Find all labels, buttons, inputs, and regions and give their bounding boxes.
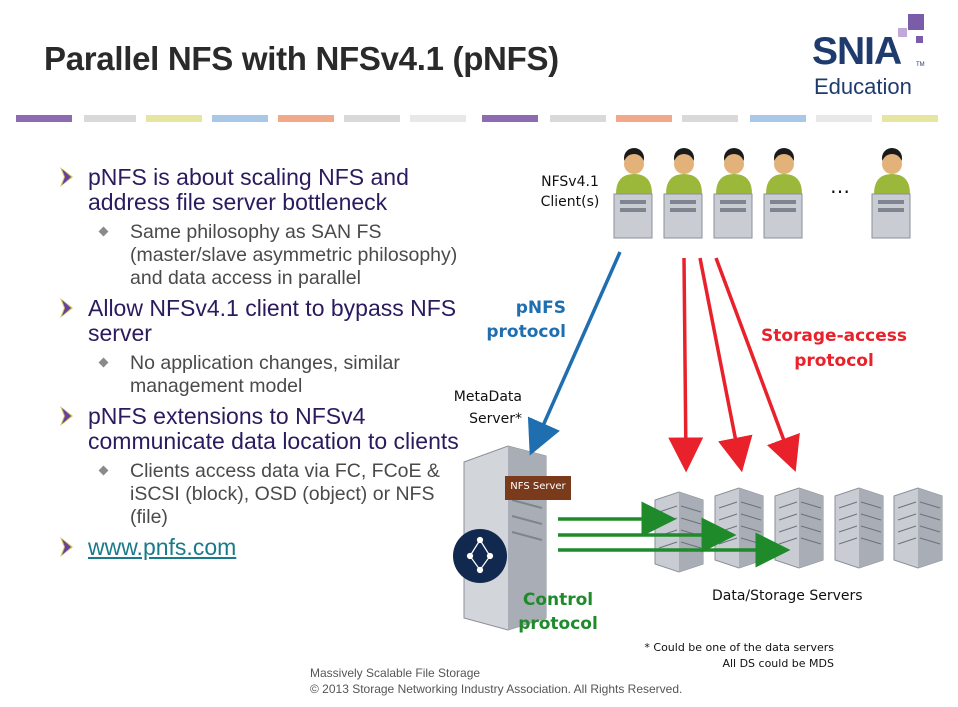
storage-access-arrow — [698, 257, 753, 473]
slide-title: Parallel NFS with NFSv4.1 (pNFS) — [44, 40, 559, 77]
data-server-rack-icon — [714, 487, 764, 569]
pnfs-protocol-arrow — [527, 251, 622, 456]
data-server-rack-icon — [893, 487, 943, 569]
logo-square-icon — [908, 14, 924, 30]
bullet-item: pNFS extensions to NFSv4 communicate dat… — [60, 404, 460, 454]
logo-trademark: TM — [916, 62, 925, 68]
bullet-item: www.pnfs.com — [60, 535, 460, 560]
footnote: * Could be one of the data servers All D… — [644, 641, 834, 670]
storage-access-arrow — [714, 257, 800, 472]
client-workstation-icon — [613, 148, 653, 239]
logo-square-icon — [898, 28, 907, 37]
logo-square-icon — [916, 36, 923, 43]
clients-label: NFSv4.1 Client(s) — [540, 174, 600, 210]
logo-subtitle: Education — [814, 74, 912, 99]
pnfs-website-link[interactable]: www.pnfs.com — [88, 534, 237, 560]
data-server-rack-icon — [774, 487, 824, 569]
chevron-bullet-icon — [60, 537, 73, 557]
bullet-text: pNFS is about scaling NFS and address fi… — [88, 164, 409, 215]
footer-copyright: © 2013 Storage Networking Industry Assoc… — [310, 682, 683, 696]
client-workstation-icon — [663, 148, 703, 239]
data-server-rack-icon — [834, 487, 884, 569]
sub-bullet-item: No application changes, similar manageme… — [60, 352, 460, 398]
storage-access-arrow — [668, 257, 704, 473]
bullet-list: pNFS is about scaling NFS and address fi… — [60, 165, 460, 566]
chevron-bullet-icon — [60, 406, 73, 426]
sub-bullet-item: Clients access data via FC, FCoE & iSCSI… — [60, 460, 460, 529]
metadata-server-icon — [453, 445, 571, 631]
bullet-text: Allow NFSv4.1 client to bypass NFS serve… — [88, 295, 457, 346]
sub-bullet-text: No application changes, similar manageme… — [130, 352, 400, 397]
sub-bullet-text: Clients access data via FC, FCoE & iSCSI… — [130, 460, 440, 528]
bullet-text: pNFS extensions to NFSv4 communicate dat… — [88, 403, 459, 454]
sub-bullet-item: Same philosophy as SAN FS (master/slave … — [60, 221, 460, 290]
data-servers-label: Data/Storage Servers — [712, 588, 863, 604]
bullet-item: pNFS is about scaling NFS and address fi… — [60, 165, 460, 215]
sub-bullet-text: Same philosophy as SAN FS (master/slave … — [130, 221, 458, 289]
client-workstation-icon — [871, 148, 911, 239]
pnfs-protocol-label: pNFS protocol — [486, 298, 566, 342]
chevron-bullet-icon — [60, 167, 73, 187]
bullet-item: Allow NFSv4.1 client to bypass NFS serve… — [60, 296, 460, 346]
nfs-server-tag: NFS Server — [510, 481, 566, 492]
ellipsis-more-clients: … — [830, 174, 850, 198]
client-workstation-icon — [713, 148, 753, 239]
footer-title: Massively Scalable File Storage — [310, 666, 481, 680]
control-protocol-label: Control protocol — [518, 590, 598, 634]
storage-access-protocol-label: Storage-access protocol — [760, 326, 908, 371]
logo-brand: SNIA — [812, 30, 902, 73]
data-server-rack-icon — [654, 491, 704, 573]
metadata-server-label: MetaData Server* — [453, 389, 522, 427]
snia-logo: SNIA TM Education — [812, 14, 932, 104]
chevron-bullet-icon — [60, 298, 73, 318]
client-workstation-icon — [763, 148, 803, 239]
